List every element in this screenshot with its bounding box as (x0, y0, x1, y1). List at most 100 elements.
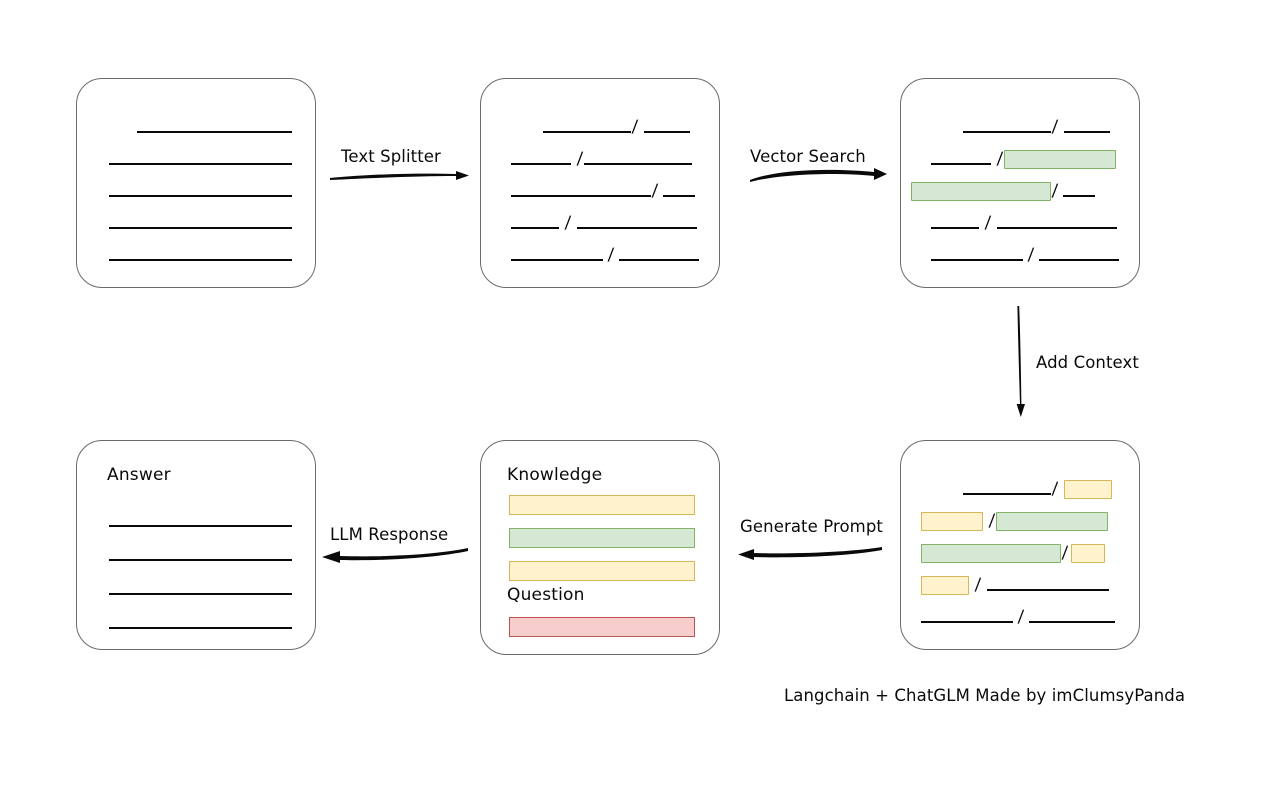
highlight-chip-green (1003, 149, 1116, 169)
answer-rows (77, 441, 315, 649)
chunk-separator: / (1051, 180, 1059, 201)
chunk-separator: / (1061, 542, 1069, 563)
text-line-row (109, 547, 292, 563)
context-chunks-card[interactable]: / / / / / (900, 440, 1140, 650)
llm-response-arrow (322, 548, 468, 563)
chunk-separator: / (1051, 116, 1059, 137)
knowledge-bar-1 (509, 495, 695, 515)
text-line-segment (1028, 621, 1115, 623)
knowledge-label: Knowledge (507, 465, 603, 485)
text-line-segment (511, 227, 559, 229)
text-line-segment (662, 195, 695, 197)
text-line-row (137, 119, 292, 135)
highlight-chip-green (995, 511, 1108, 531)
answer-card[interactable]: Answer (76, 440, 316, 650)
source-document-card[interactable] (76, 78, 316, 288)
text-line-segment (921, 621, 1013, 623)
highlight-chip-green (921, 543, 1061, 563)
text-line-segment (931, 163, 991, 165)
knowledge-bar-2 (509, 528, 695, 548)
retrieved-chunks-rows: / / / / / (901, 79, 1139, 287)
text-line-segment (963, 493, 1051, 495)
text-line-segment (1062, 195, 1095, 197)
chunk-separator: / (974, 574, 982, 595)
text-line-row: / (543, 116, 690, 137)
text-line-row: / (931, 244, 1119, 265)
text-line-segment (1063, 131, 1110, 133)
text-line-segment (137, 131, 292, 133)
text-line-segment (583, 163, 692, 165)
text-line-segment (109, 259, 292, 261)
highlight-chip-yellow (1063, 479, 1112, 499)
retrieved-chunks-card[interactable]: / / / / / (900, 78, 1140, 288)
context-chunks-rows: / / / / / (901, 441, 1139, 649)
text-line-row: / (511, 244, 699, 265)
text-line-row: / (921, 510, 1108, 531)
text-line-row: / (911, 180, 1095, 201)
chunk-separator: / (984, 212, 992, 233)
generate-prompt-label: Generate Prompt (740, 517, 883, 536)
source-document-rows (77, 79, 315, 287)
diagram-caption: Langchain + ChatGLM Made by imClumsyPand… (784, 686, 1186, 705)
text-line-row: / (963, 116, 1110, 137)
vector-search-arrow (750, 168, 887, 182)
text-line-segment (618, 259, 699, 261)
question-bar-1 (509, 617, 695, 637)
chunk-separator: / (1017, 606, 1025, 627)
text-line-row (109, 183, 292, 199)
text-line-row (109, 247, 292, 263)
text-line-segment (109, 163, 292, 165)
text-line-row: / (921, 542, 1105, 563)
text-line-row: / (931, 212, 1117, 233)
add-context-label: Add Context (1036, 353, 1139, 372)
chunk-separator: / (607, 244, 615, 265)
text-line-segment (511, 259, 603, 261)
vector-search-label: Vector Search (750, 147, 866, 166)
chunk-separator: / (631, 116, 639, 137)
text-splitter-label: Text Splitter (341, 147, 441, 166)
text-line-row (109, 151, 292, 167)
text-line-segment (109, 195, 292, 197)
add-context-arrow (1016, 306, 1025, 417)
text-line-segment (986, 589, 1109, 591)
llm-response-label: LLM Response (330, 525, 449, 544)
text-line-segment (109, 227, 292, 229)
text-line-segment (576, 227, 697, 229)
chunk-separator: / (651, 180, 659, 201)
text-line-segment (996, 227, 1117, 229)
chunk-separator: / (996, 148, 1004, 169)
text-line-segment (931, 259, 1023, 261)
highlight-chip-green (911, 181, 1051, 201)
text-line-segment (109, 627, 292, 629)
text-line-row: / (963, 479, 1112, 499)
question-label: Question (507, 585, 585, 605)
highlight-chip-yellow (921, 575, 969, 595)
prompt-card[interactable]: Knowledge Question (480, 440, 720, 655)
text-line-row: / (921, 574, 1109, 595)
text-line-segment (931, 227, 979, 229)
text-line-row: / (511, 180, 695, 201)
chunk-separator: / (1027, 244, 1035, 265)
answer-label: Answer (107, 465, 171, 485)
text-line-segment (109, 559, 292, 561)
text-line-row (109, 215, 292, 231)
text-line-segment (1038, 259, 1119, 261)
text-line-row: / (921, 606, 1115, 627)
text-line-row (109, 513, 292, 529)
text-line-segment (543, 131, 631, 133)
text-line-row: / (931, 148, 1116, 169)
chunk-separator: / (988, 510, 996, 531)
highlight-chip-yellow (921, 511, 983, 531)
text-line-segment (511, 163, 571, 165)
text-line-segment (511, 195, 651, 197)
chunk-separator: / (564, 212, 572, 233)
generate-prompt-arrow (738, 547, 882, 560)
text-line-row (109, 581, 292, 597)
text-line-row: / (511, 212, 697, 233)
text-line-segment (963, 131, 1051, 133)
knowledge-bar-3 (509, 561, 695, 581)
text-splitter-arrow (330, 171, 469, 180)
highlight-chip-yellow (1070, 543, 1105, 563)
split-chunks-card[interactable]: ///// (480, 78, 720, 288)
